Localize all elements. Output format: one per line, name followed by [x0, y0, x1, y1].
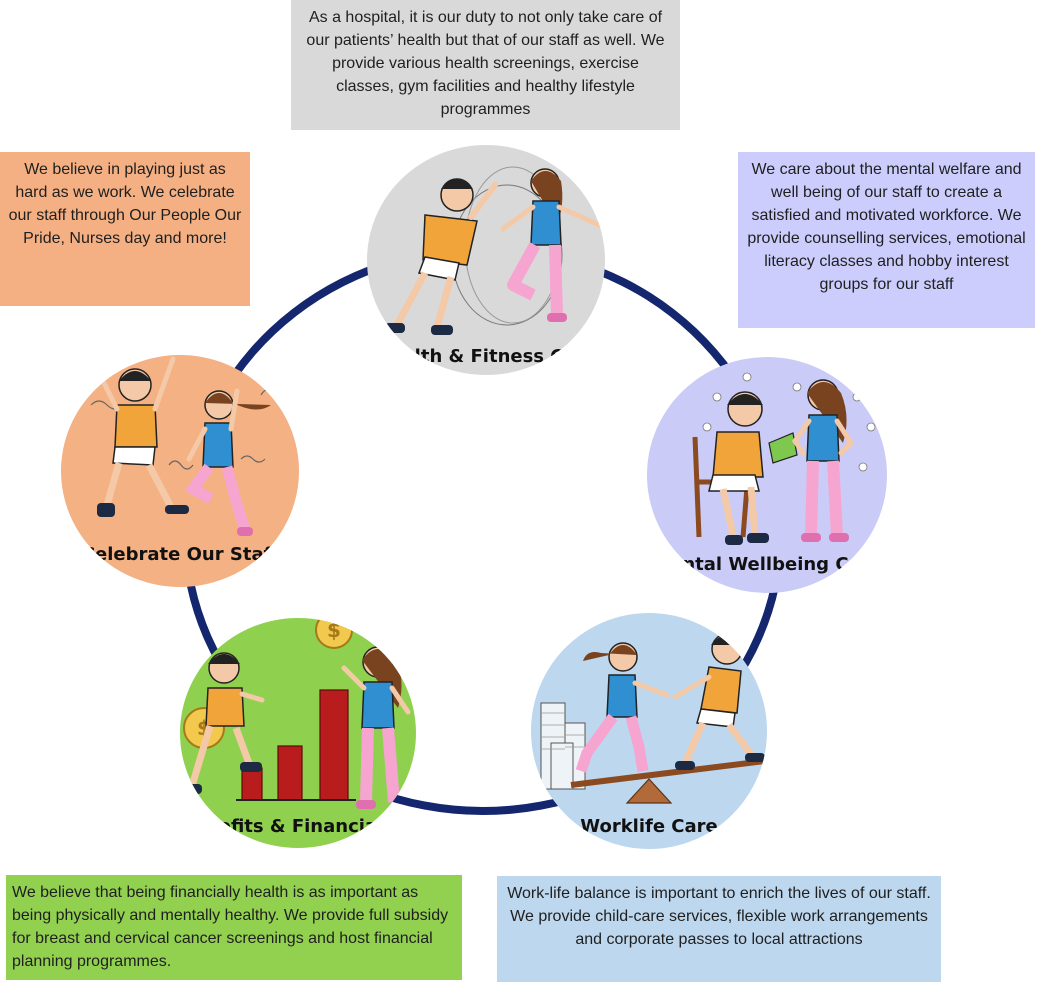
benefits-financial-description-text: We believe that being financially health… [12, 884, 449, 970]
health-fitness-description-text: As a hospital, it is our duty to not onl… [306, 9, 665, 118]
mental-wellbeing-circle: Mental Wellbeing Care [647, 357, 887, 593]
jumping-celebration-icon [90, 356, 286, 536]
exercising-figures-icon [385, 166, 602, 335]
celebrate-staff-description-text: We believe in playing just as hard as we… [8, 161, 242, 247]
health-fitness-label: Health & Fitness Care [375, 346, 597, 367]
reading-figures-icon [692, 372, 876, 545]
worklife-description: Work-life balance is important to enrich… [497, 876, 941, 982]
health-fitness-circle: Health & Fitness Care [367, 145, 605, 375]
worklife-description-text: Work-life balance is important to enrich… [507, 885, 931, 948]
benefits-financial-label: Benefits & Financial Care [180, 816, 416, 837]
worklife-label: Worklife Care [580, 816, 718, 837]
balance-seesaw-icon [540, 633, 766, 804]
health-fitness-description: As a hospital, it is our duty to not onl… [291, 0, 680, 130]
svg-text:$: $ [327, 618, 341, 642]
mental-wellbeing-description-text: We care about the mental welfare and wel… [747, 161, 1026, 293]
mental-wellbeing-description: We care about the mental welfare and wel… [738, 152, 1035, 328]
celebrate-staff-label: Celebrate Our Staff [81, 544, 279, 565]
celebrate-staff-circle: Celebrate Our Staff [61, 355, 299, 587]
benefits-financial-circle: $ $ Benefits & Financial Care [180, 618, 416, 848]
coins-and-bar-chart-icon: $ $ [183, 618, 411, 809]
mental-wellbeing-label: Mental Wellbeing Care [652, 554, 882, 575]
celebrate-staff-description: We believe in playing just as hard as we… [0, 152, 250, 306]
worklife-circle: Worklife Care [531, 613, 767, 849]
benefits-financial-description: We believe that being financially health… [6, 875, 462, 980]
